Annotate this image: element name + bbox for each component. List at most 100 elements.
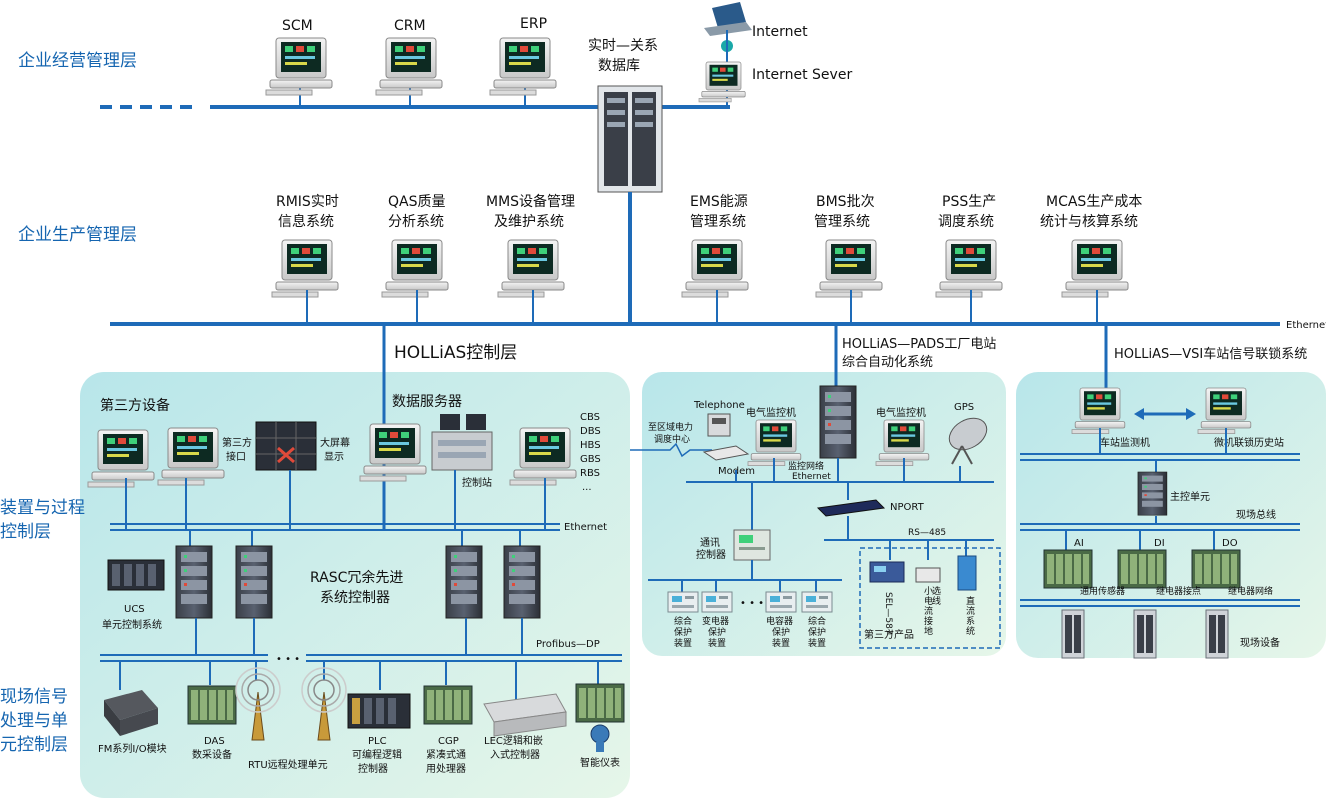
svg-text:系: 系 — [966, 616, 975, 627]
svg-text:保护: 保护 — [772, 626, 790, 638]
mcas-label-1: MCAS生产成本 — [1046, 194, 1142, 210]
bms-label-1: BMS批次 — [816, 194, 875, 210]
comm-ctrl-label-2: 控制器 — [696, 548, 726, 561]
svg-text:地: 地 — [924, 625, 933, 637]
svg-text:小: 小 — [924, 586, 933, 597]
ucs-device-icon — [107, 559, 165, 591]
svg-text:线: 线 — [932, 595, 941, 607]
history-label: 微机联锁历史站 — [1214, 436, 1284, 449]
do-rack-icon — [1191, 549, 1241, 589]
protection4-icon — [801, 591, 833, 613]
svg-text:保护: 保护 — [708, 626, 726, 638]
elec-monitor-label: 电气监控机 — [746, 406, 796, 419]
svg-text:选: 选 — [932, 585, 941, 597]
servers-list: CBS DBS HBS GBS RBS ... — [580, 412, 601, 493]
profibus-dots: • • • — [276, 654, 300, 665]
data-server-pc-icon — [359, 423, 427, 482]
plc-label-1: PLC — [368, 736, 387, 747]
sensor-label: 通用传感器 — [1080, 585, 1125, 597]
fm-io-module-icon — [104, 690, 158, 736]
scm-pc-icon — [265, 37, 333, 96]
pads-cabinet-icon — [819, 385, 857, 459]
crm-label: CRM — [394, 18, 426, 34]
main-unit-cabinet-icon — [1137, 471, 1168, 516]
telephone-label: Telephone — [693, 400, 745, 411]
svg-text:保护: 保护 — [808, 626, 826, 638]
plc-label-2: 可编程逻辑 — [352, 748, 402, 761]
rasc-cabinet2-icon — [235, 545, 273, 619]
svg-text:装置: 装置 — [708, 637, 726, 649]
svg-text:GBS: GBS — [580, 454, 601, 465]
comm-ctrl-label-1: 通讯 — [700, 537, 720, 549]
bidirectional-arrow-icon — [1134, 408, 1196, 420]
third-party-pc2-icon — [157, 427, 225, 486]
rasc-label-2: 系统控制器 — [320, 590, 390, 606]
third-party-pc1-icon — [87, 429, 155, 488]
bms-label-2: 管理系统 — [814, 214, 870, 230]
sel-587-icon — [869, 561, 905, 583]
layer-field-2: 处理与单 — [0, 711, 68, 731]
profibus-bus — [100, 618, 622, 700]
svg-text:DBS: DBS — [580, 426, 601, 437]
rasc-cabinet3-icon — [445, 545, 483, 619]
layer-field-3: 元控制层 — [0, 735, 68, 755]
rasc-label-1: RASC冗余先进 — [310, 569, 403, 586]
rtu-antenna-icon — [235, 667, 347, 741]
pads-label-2: 综合自动化系统 — [842, 355, 933, 370]
main-ethernet-label: Ethernet — [1286, 320, 1326, 331]
lec-label-2: 入式控制器 — [490, 748, 540, 761]
pads-label-1: HOLLiAS—PADS工厂电站 — [842, 337, 996, 352]
svg-text:综合: 综合 — [674, 615, 692, 627]
dispatch-label-1: 至区域电力 — [648, 421, 693, 433]
field-device2-icon — [1133, 609, 1157, 659]
monitor-net-label-2: Ethernet — [792, 472, 831, 482]
servers-pc-icon — [509, 427, 577, 486]
bigscreen-label-2: 显示 — [324, 451, 344, 463]
gps-label: GPS — [954, 402, 974, 413]
fm-label: FM系列I/O模块 — [98, 742, 167, 755]
layer-field-1: 现场信号 — [0, 687, 68, 707]
plc-device-icon — [347, 693, 411, 729]
protection1-icon — [667, 591, 699, 613]
data-server-label: 数据服务器 — [392, 394, 462, 410]
plc-label-3: 控制器 — [358, 762, 388, 775]
control-station-label: 控制站 — [462, 476, 492, 489]
internet-server-label: Internet Sever — [752, 67, 852, 83]
ems-label-2: 管理系统 — [690, 214, 746, 230]
protection-dots: • • • — [740, 598, 764, 609]
internet-label: Internet — [752, 24, 808, 40]
svg-text:流: 流 — [966, 605, 975, 617]
ucs-label-2: 单元控制系统 — [102, 618, 162, 631]
das-label-2: 数采设备 — [192, 748, 232, 761]
do-label: DO — [1222, 538, 1238, 549]
dispatch-label-2: 调度中心 — [654, 433, 690, 445]
left-ethernet-bus — [110, 470, 560, 548]
rasc-cabinet4-icon — [503, 545, 541, 619]
right-top-bus — [1020, 428, 1300, 474]
svg-text:RBS: RBS — [580, 468, 600, 479]
svg-text:统: 统 — [966, 625, 975, 637]
modem-icon — [702, 445, 750, 461]
relay-net-label: 继电器网络 — [1228, 585, 1273, 597]
left-ethernet-label: Ethernet — [564, 522, 607, 533]
svg-text:变电器: 变电器 — [702, 615, 729, 627]
das-label-1: DAS — [204, 736, 225, 747]
small-current-icon — [915, 567, 941, 583]
crm-pc-icon — [375, 37, 443, 96]
svg-text:CBS: CBS — [580, 412, 600, 423]
internet-laptop-icon — [704, 2, 752, 36]
station-monitor-label: 车站监测机 — [1100, 436, 1150, 449]
cgp-label-1: CGP — [438, 736, 459, 747]
dc-system-label: 直 流 系 统 — [966, 595, 975, 637]
third-products-label: 第三方产品 — [864, 628, 914, 641]
svg-text:综合: 综合 — [808, 615, 826, 627]
history-station-pc-icon — [1197, 387, 1252, 435]
big-screen-icon — [255, 421, 317, 471]
rmis-label-1: RMIS实时 — [276, 194, 339, 210]
right-bottom-bus — [1020, 599, 1300, 607]
svg-text:HBS: HBS — [580, 440, 601, 451]
protection-bus — [648, 560, 842, 592]
smart-instrument-icon — [590, 724, 610, 752]
svg-text:装置: 装置 — [674, 637, 692, 649]
field-device1-icon — [1061, 609, 1085, 659]
